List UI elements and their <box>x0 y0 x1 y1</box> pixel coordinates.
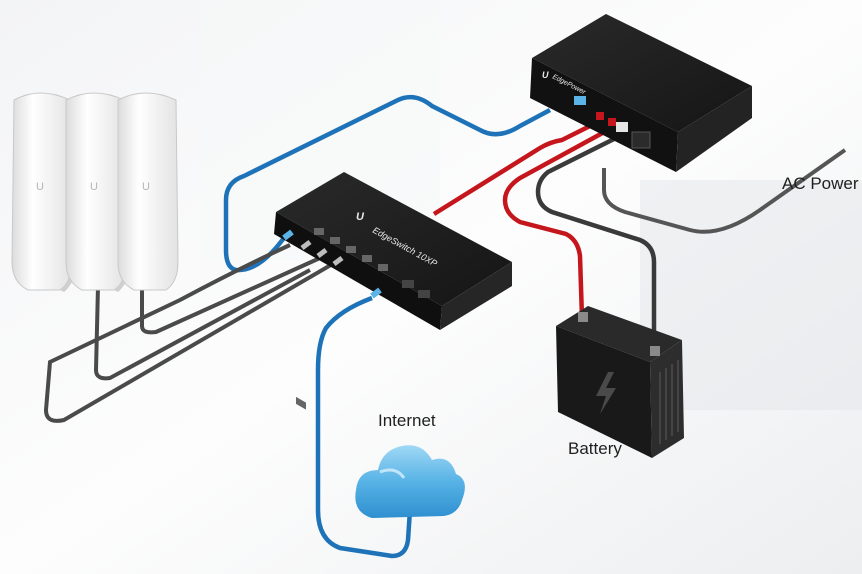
ac-power-cable <box>602 148 847 234</box>
ubiquiti-logo-icon: U <box>142 181 150 193</box>
dc-negative-cable-to-battery <box>535 135 657 352</box>
cloud-icon <box>355 445 465 518</box>
dc-terminal-positive <box>608 118 616 126</box>
ac-power-label: AC Power <box>782 174 859 193</box>
battery-label: Battery <box>568 439 622 458</box>
power-logo-icon: U <box>542 70 549 80</box>
dc-positive-cable-to-battery <box>502 128 610 319</box>
ethernet-cable-to-internet <box>315 295 413 559</box>
ethernet-port <box>362 255 372 262</box>
dc-positive-cable-to-switch <box>432 119 600 216</box>
battery-device <box>556 306 684 458</box>
ethernet-port <box>346 246 356 253</box>
switch-top <box>276 172 512 306</box>
rj45-connector <box>574 96 586 105</box>
dc-terminal-block <box>616 122 628 132</box>
switch-ports <box>296 228 430 410</box>
ethernet-port <box>378 264 388 271</box>
sfp-port <box>402 280 414 288</box>
ubiquiti-logo-icon: U <box>90 181 98 193</box>
ethernet-port <box>296 396 306 410</box>
switch-logo-icon: U <box>356 211 365 223</box>
rj45-connector <box>332 256 344 266</box>
switch-side <box>440 262 512 330</box>
ac-inlet <box>631 131 651 149</box>
battery-side-vents <box>659 360 679 444</box>
power-top <box>532 14 752 132</box>
sfp-port <box>418 290 430 298</box>
access-point-cable <box>140 256 321 335</box>
internet-label: Internet <box>378 411 436 430</box>
dc-terminal-positive <box>596 112 604 120</box>
rj45-connector <box>282 229 294 241</box>
switch-front <box>274 212 442 330</box>
access-point-cable <box>43 243 338 423</box>
ubiquiti-logo-icon: U <box>36 181 44 193</box>
battery-terminal-negative <box>650 346 660 356</box>
battery-terminal-positive <box>578 312 588 322</box>
ethernet-port <box>330 237 340 244</box>
rj45-connector <box>370 287 382 299</box>
access-point: U <box>117 92 179 291</box>
rj45-connector <box>316 248 328 258</box>
rj45-connector <box>300 240 312 250</box>
access-point-cable <box>93 268 311 381</box>
edgeswitch-device: U EdgeSwitch 10XP <box>274 172 512 410</box>
lightning-bolt-icon <box>596 372 616 414</box>
ethernet-port <box>314 228 324 235</box>
power-side <box>676 86 752 172</box>
edgepower-device: U EdgePower <box>530 14 752 172</box>
